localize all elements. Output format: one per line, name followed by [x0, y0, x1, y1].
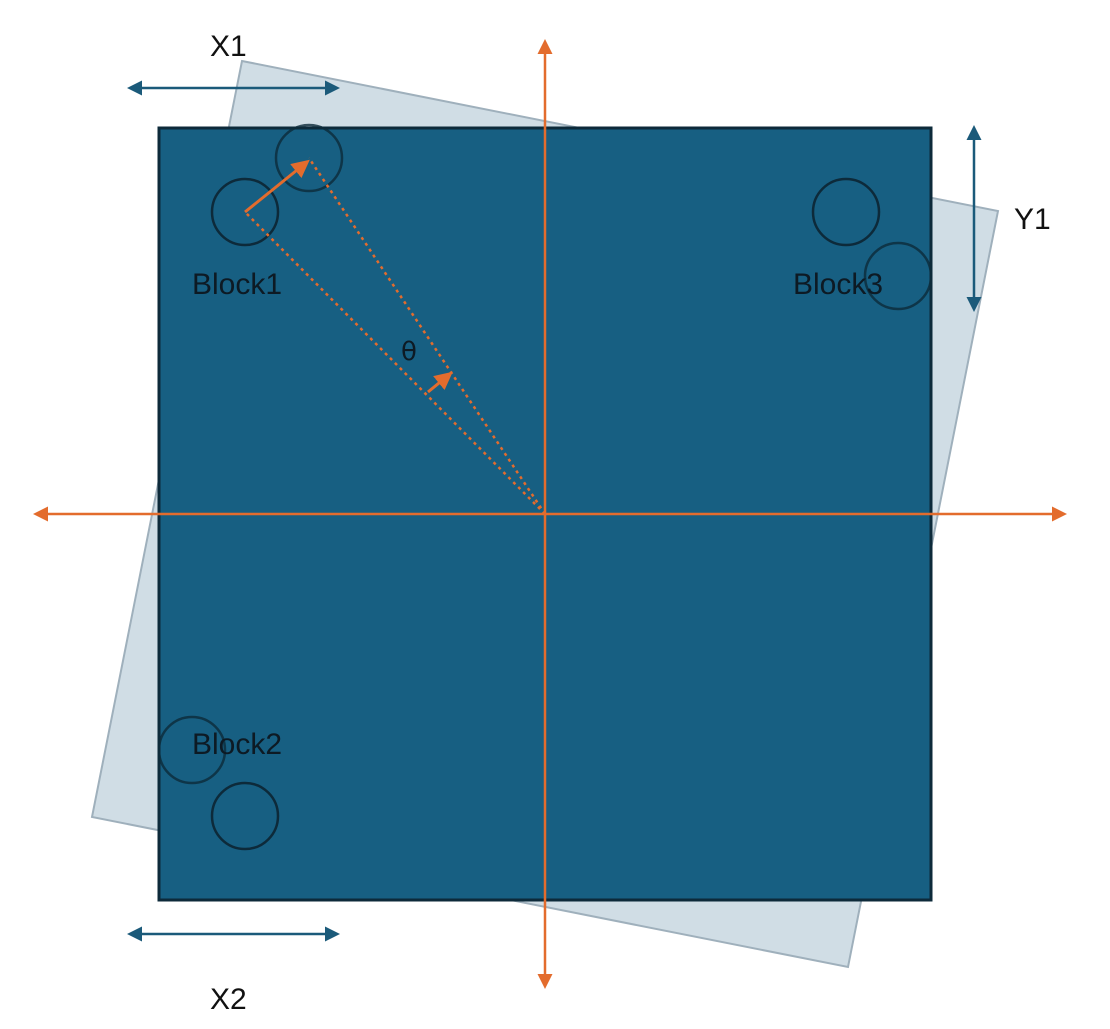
block3-label: Block3 — [793, 268, 883, 301]
rotation-arrow-icon — [427, 371, 453, 394]
theta-label: θ — [401, 337, 417, 367]
rotation-radius-rotated — [307, 157, 547, 515]
block1-rotated-circle — [274, 123, 344, 193]
block3-circle — [811, 177, 881, 247]
x1-label: X1 — [210, 30, 247, 63]
block1-displacement-arrow — [244, 159, 310, 214]
block1-label: Block1 — [192, 268, 282, 301]
y1-label: Y1 — [1014, 203, 1051, 236]
block1-circle — [210, 177, 280, 247]
block3-rotated-circle — [863, 241, 933, 311]
block2-rotated-circle — [157, 715, 227, 785]
block2-circle — [210, 781, 280, 851]
rotation-radius-original — [244, 211, 546, 515]
x2-label: X2 — [210, 983, 247, 1016]
block2-label: Block2 — [192, 728, 282, 761]
